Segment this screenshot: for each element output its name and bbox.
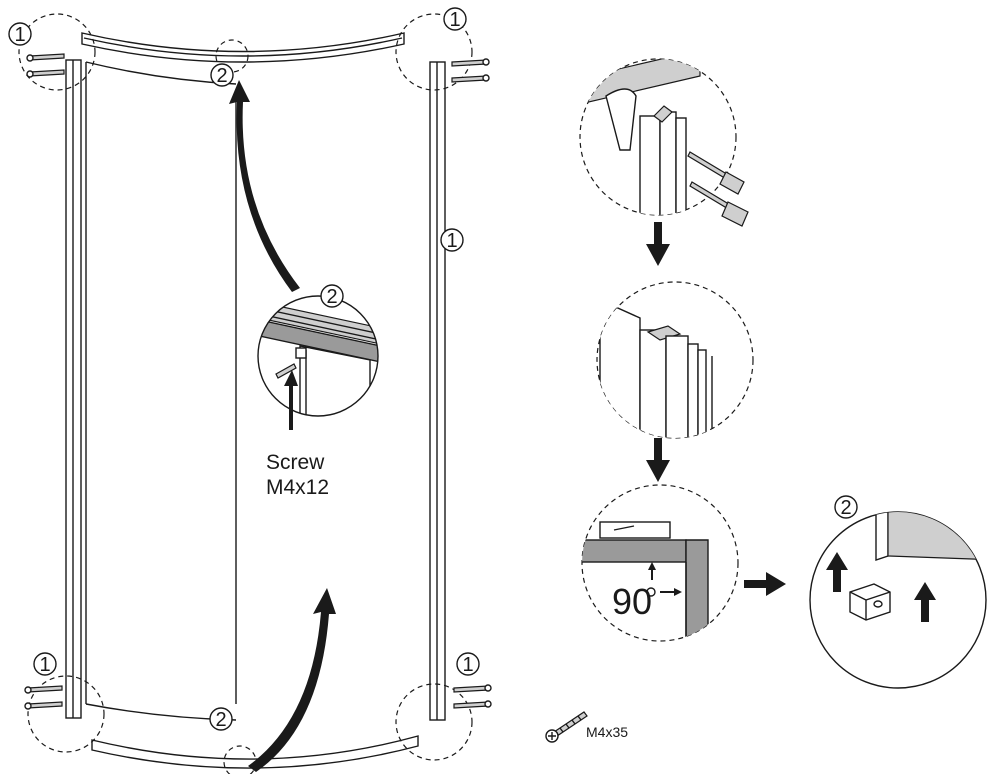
svg-text:1: 1	[446, 230, 457, 252]
screw-detail-inset	[257, 295, 379, 430]
svg-text:2: 2	[326, 286, 337, 308]
step-marker-1-right-profile: 1	[440, 228, 464, 252]
svg-text:1: 1	[14, 24, 25, 46]
step-marker-2-clip: 2	[834, 495, 858, 519]
right-wall-profile	[429, 61, 446, 721]
step-marker-1-bottom-left: 1	[33, 652, 57, 676]
step-marker-2-top: 2	[210, 63, 234, 87]
screw-size-label: M4x12	[266, 476, 329, 499]
corner-detail-top-right	[395, 13, 473, 91]
track-detail-top	[215, 39, 249, 73]
step-marker-1-top-left: 1	[8, 22, 32, 46]
glass-door-panel	[85, 61, 237, 721]
svg-text:1: 1	[449, 9, 460, 31]
step-marker-2-inset: 2	[320, 284, 344, 308]
svg-text:1: 1	[462, 654, 473, 676]
arrow-down-icon-1	[646, 222, 670, 266]
bottom-curved-track	[91, 735, 419, 769]
wall-bracket-detail	[579, 58, 749, 227]
arrow-down-icon-2	[646, 438, 670, 482]
corner-detail-bottom-right	[395, 683, 473, 761]
right-angle-detail: 90	[581, 484, 739, 642]
svg-text:1: 1	[39, 654, 50, 676]
step-marker-1-bottom-right: 1	[456, 652, 480, 676]
screw-icon-bottom-right	[453, 684, 492, 709]
step-marker-2-bottom: 2	[209, 707, 233, 731]
corner-detail-top-left	[18, 13, 96, 91]
arrow-right-icon	[744, 572, 786, 596]
svg-text:2: 2	[216, 65, 227, 87]
angle-label: 90	[612, 581, 652, 622]
clip-insert-detail	[809, 511, 987, 689]
arrow-up-curved-icon	[229, 80, 300, 292]
screw-icon-top-left	[26, 53, 65, 78]
long-screw-icon	[545, 711, 588, 743]
step-marker-1-top-right: 1	[443, 7, 467, 31]
top-curved-track	[81, 32, 405, 63]
svg-text:2: 2	[840, 497, 851, 519]
profile-assembled-detail	[596, 281, 754, 439]
screw-icon-bottom-left	[24, 685, 63, 710]
screw-icon-top-right	[451, 58, 490, 83]
corner-detail-bottom-left	[27, 675, 105, 753]
arrow-up-curved-bottom-icon	[248, 588, 336, 772]
left-wall-profile	[65, 59, 82, 719]
svg-text:2: 2	[215, 709, 226, 731]
long-screw-label: M4x35	[586, 724, 628, 740]
screw-label: Screw	[266, 451, 325, 474]
